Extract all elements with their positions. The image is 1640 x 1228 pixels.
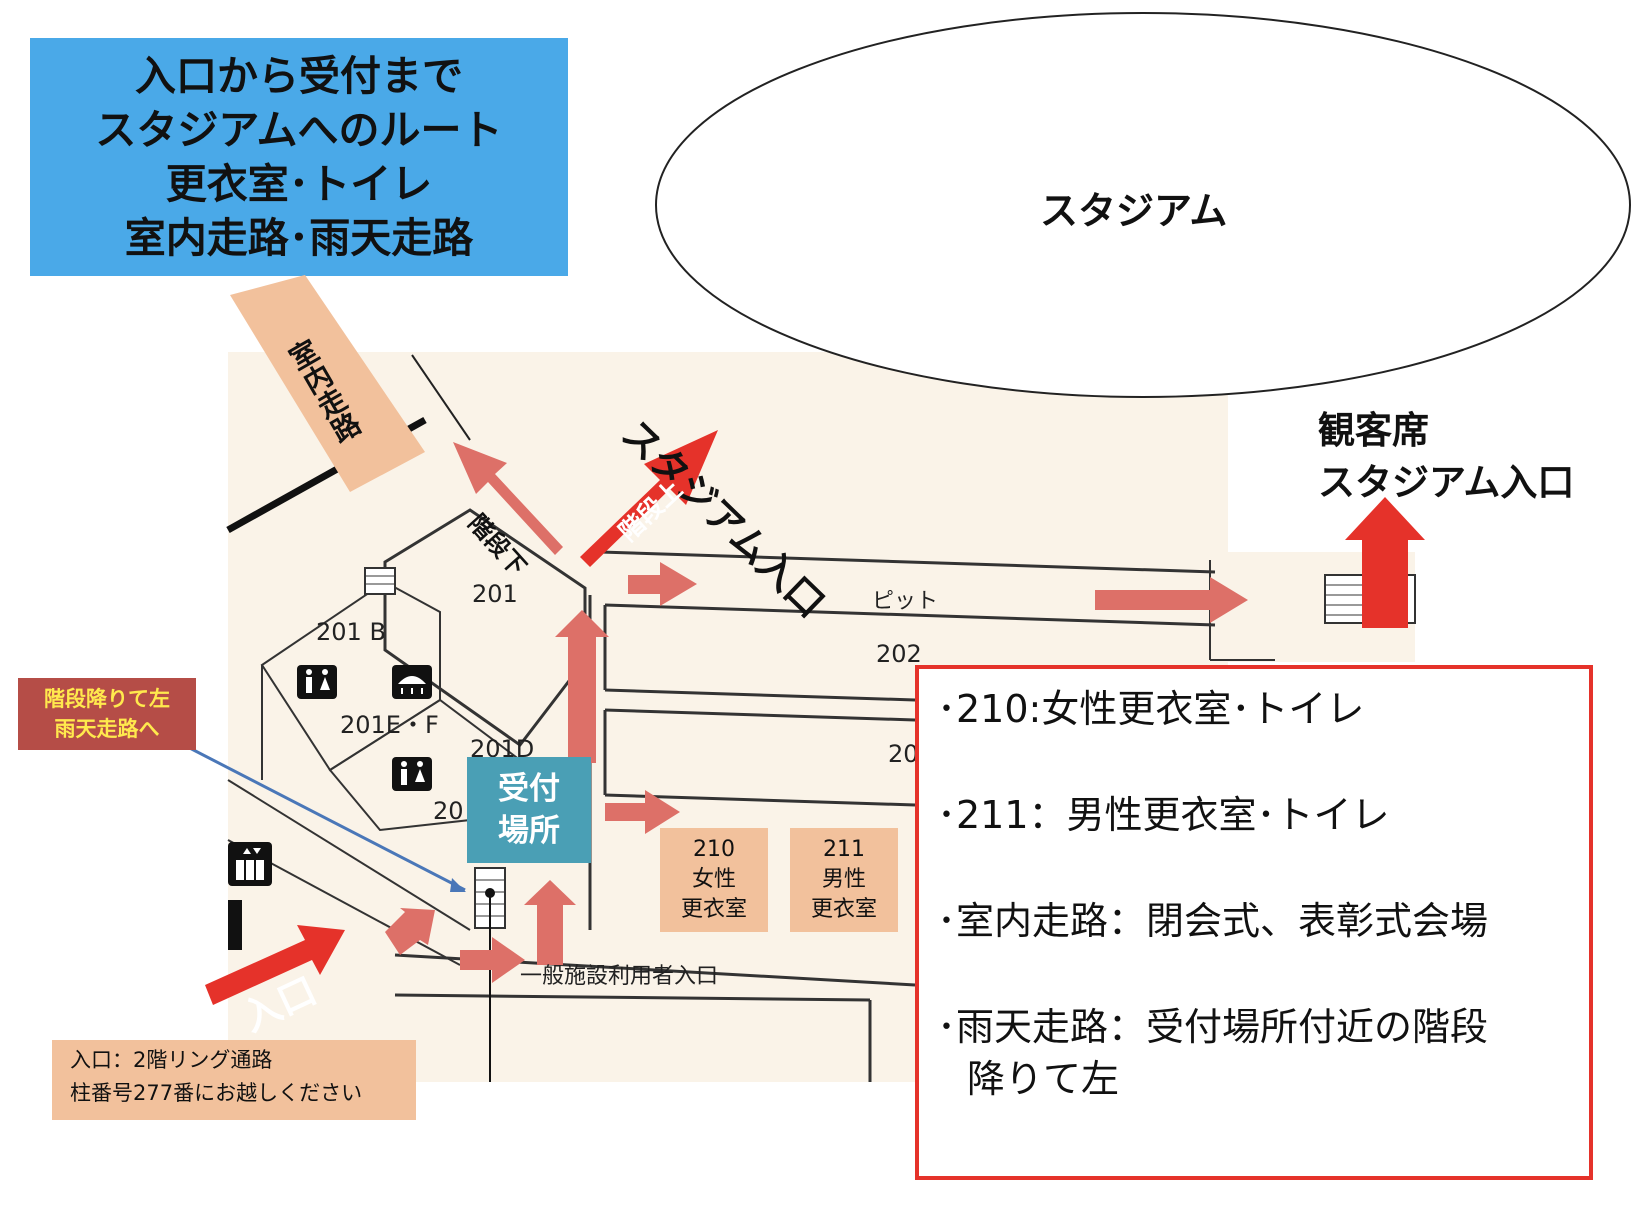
spectator-entrance-line1: 観客席	[1318, 409, 1429, 452]
route-arrow-entry-2	[460, 937, 525, 983]
stairs-icon	[474, 867, 506, 1082]
corridor-line	[604, 793, 916, 807]
room-211-number: 211	[823, 837, 865, 862]
room-210-number: 210	[693, 837, 735, 862]
spectator-entrance-label: 観客席 スタジアム入口	[1318, 405, 1574, 509]
shower-icon	[392, 665, 432, 699]
corridor-line	[604, 688, 916, 702]
route-arrow-up	[555, 610, 609, 763]
route-arrow-pit	[1095, 577, 1248, 623]
title-line: 更衣室･トイレ	[165, 160, 433, 208]
elevator-icon	[228, 842, 272, 886]
room-210-tag: 210 女性 更衣室	[660, 828, 768, 932]
info-item: ･211：男性更衣室･トイレ	[937, 793, 1390, 837]
restroom-icon	[297, 665, 337, 699]
corridor-line	[604, 603, 1216, 627]
main-arrow-entrance	[205, 925, 345, 1005]
reception-location: 受付 場所	[467, 757, 591, 863]
room-20x-label: 20	[888, 740, 919, 768]
entry-note: 入口：2階リング通路 柱番号277番にお越しください	[52, 1040, 416, 1120]
info-item: ･210:女性更衣室･トイレ	[937, 687, 1365, 731]
reception-line2: 場所	[498, 813, 560, 849]
info-item: ･雨天走路：受付場所付近の階段	[937, 1005, 1489, 1049]
stair-note-pointer	[177, 740, 466, 892]
main-arrow-spectator	[1345, 497, 1425, 628]
title-line: スタジアムへのルート	[95, 106, 503, 154]
route-arrow-stairs-down	[453, 442, 563, 555]
room-202-label: 202	[876, 640, 922, 668]
restroom-icon-2	[392, 757, 432, 791]
room-divider	[227, 779, 471, 931]
room-211-line2: 更衣室	[810, 897, 877, 922]
room-210-line1: 女性	[691, 867, 736, 892]
general-entrance-label: 一般施設利用者入口	[520, 964, 719, 989]
wall-block	[228, 900, 242, 950]
facility-info-box: ･210:女性更衣室･トイレ ･211：男性更衣室･トイレ ･室内走路：閉会式、…	[915, 665, 1593, 1180]
entry-note-line2: 柱番号277番にお越しください	[70, 1081, 363, 1105]
room-210-line2: 更衣室	[680, 897, 747, 922]
room-201-label: 201	[472, 580, 518, 608]
route-arrow-up-reception	[524, 880, 576, 965]
route-arrow-to-rooms	[605, 790, 680, 834]
pit-label: ピット	[872, 589, 939, 614]
entry-note-line1: 入口：2階リング通路	[70, 1048, 273, 1072]
corridor-line	[599, 550, 1216, 574]
stadium-label: スタジアム	[1040, 189, 1228, 233]
spectator-entrance-line2: スタジアム入口	[1318, 461, 1575, 504]
title-line: 入口から受付まで	[135, 52, 463, 100]
route-arrow-right	[628, 562, 697, 606]
stair-note-pointer-head	[450, 878, 466, 892]
reception-line1: 受付	[498, 771, 560, 807]
room-211-tag: 211 男性 更衣室	[790, 828, 898, 932]
info-item: ･室内走路：閉会式、表彰式会場	[937, 899, 1489, 943]
room-201b-label: 201 B	[316, 618, 386, 646]
corridor-line	[394, 993, 871, 1002]
stairs-icon	[364, 567, 396, 595]
room-201ef-label: 201E・F	[340, 711, 439, 739]
room-211-line1: 男性	[821, 867, 866, 892]
title-line: 室内走路･雨天走路	[124, 214, 474, 262]
stair-note-line2: 雨天走路へ	[54, 717, 160, 741]
room-20y-label: 20	[433, 797, 464, 825]
stair-note-line1: 階段降りて左	[44, 687, 170, 711]
route-title-box: 入口から受付まで スタジアムへのルート 更衣室･トイレ 室内走路･雨天走路	[30, 38, 568, 276]
room-201b-outline	[260, 580, 441, 772]
info-item-continuation: 降りて左	[967, 1057, 1120, 1101]
stair-note: 階段降りて左 雨天走路へ	[18, 678, 196, 750]
corridor-line	[604, 708, 916, 722]
route-arrow-entry-1	[385, 908, 435, 955]
stadium-oval	[655, 12, 1631, 398]
main-arrow-stairs-up	[580, 430, 718, 567]
